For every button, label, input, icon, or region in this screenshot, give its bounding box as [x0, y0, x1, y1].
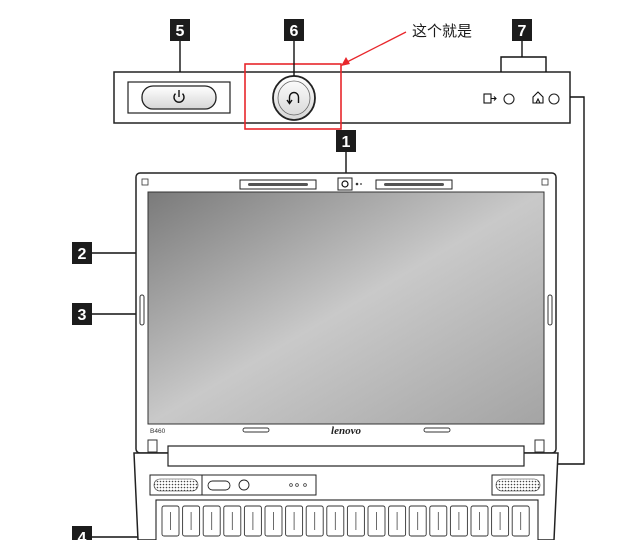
- power-button[interactable]: [141, 85, 217, 110]
- leader-7: [500, 41, 547, 72]
- onekey-recovery-button-inner: [277, 80, 311, 116]
- screen: [147, 191, 545, 425]
- mini-power-button[interactable]: [207, 480, 231, 491]
- highlight-arrowhead: [341, 57, 350, 66]
- callout-6-label: 6: [290, 23, 299, 40]
- mini-onekey-button[interactable]: [238, 479, 250, 491]
- callout-7: 7: [512, 19, 532, 41]
- callout-5-label: 5: [176, 23, 185, 40]
- highlight-box: [244, 63, 342, 130]
- model-label: B460: [150, 428, 166, 435]
- mini-indicator-2: [295, 483, 299, 487]
- wireless-status-light: [548, 93, 560, 105]
- callout-6: 6: [284, 19, 304, 41]
- callout-3-label: 3: [78, 307, 87, 324]
- lid-screw-tl: [141, 178, 149, 186]
- onekey-recovery-icon: [286, 91, 300, 105]
- callout-3: 3: [72, 303, 92, 325]
- mini-control-panel: [201, 474, 317, 496]
- brand-logo: lenovo: [331, 425, 361, 437]
- battery-status-light: [503, 93, 515, 105]
- mini-indicator-1: [289, 483, 293, 487]
- bezel-slot-right: [423, 427, 451, 433]
- callout-4-label: 4: [78, 530, 87, 540]
- camera-icon: [341, 180, 349, 188]
- microphone-left-slot: [248, 183, 308, 186]
- highlight-arrow: [346, 31, 407, 63]
- battery-status-icon: [483, 93, 497, 104]
- callout-2-label: 2: [78, 246, 87, 263]
- hinge-block-right: [534, 439, 545, 453]
- annotation-note: 这个就是: [412, 22, 472, 40]
- power-icon: [173, 90, 185, 103]
- callout-1-label: 1: [342, 134, 351, 151]
- callout-5: 5: [170, 19, 190, 41]
- speaker-left-grille: [153, 478, 199, 492]
- onekey-recovery-button[interactable]: [272, 75, 316, 121]
- lid-latch-right: [547, 294, 553, 326]
- microphone-right-slot: [384, 183, 444, 186]
- callout-2: 2: [72, 242, 92, 264]
- callout-4: 4: [72, 526, 92, 540]
- callout-7-label: 7: [518, 23, 527, 40]
- lid-screw-tr: [541, 178, 549, 186]
- keyboard-keys: [161, 505, 530, 537]
- speaker-right-grille: [495, 478, 541, 492]
- camera-indicator: [355, 182, 359, 186]
- camera-indicator-2: [360, 183, 362, 185]
- hinge-block-left: [147, 439, 158, 453]
- hinge-bar: [167, 445, 525, 467]
- callout-1: 1: [336, 130, 356, 152]
- bezel-slot-left: [242, 427, 270, 433]
- lid-latch-left: [139, 294, 145, 326]
- wireless-status-icon: [532, 91, 544, 104]
- mini-indicator-3: [303, 483, 307, 487]
